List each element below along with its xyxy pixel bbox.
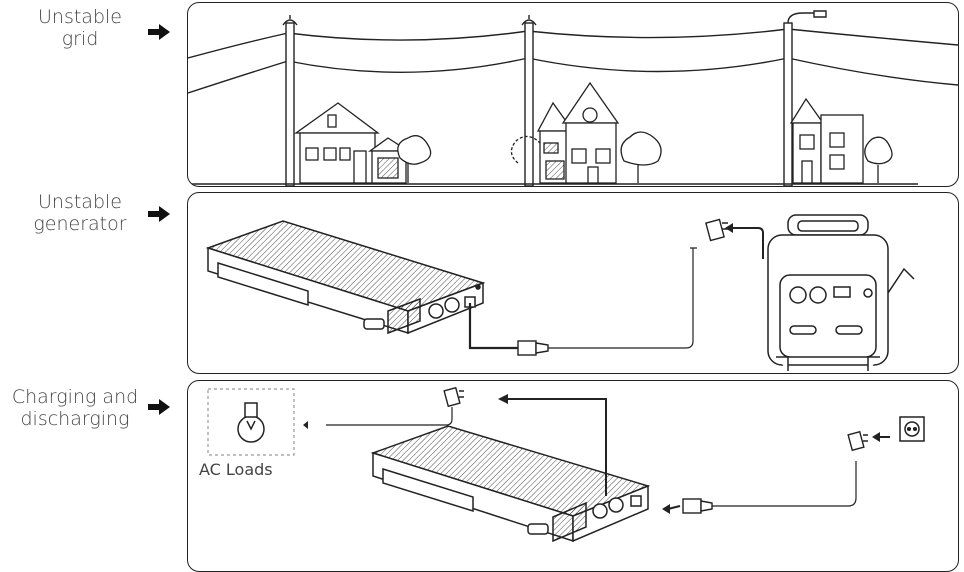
row-label-unstable-grid: Unstable grid	[20, 6, 140, 50]
power-plug-icon	[705, 218, 728, 242]
power-station-icon	[370, 425, 651, 543]
house-icon	[293, 102, 411, 184]
row-label-line1: Charging and	[11, 386, 139, 408]
generator-icon	[767, 214, 915, 371]
row-label-unstable-generator: Unstable generator	[20, 191, 140, 235]
house-icon	[789, 97, 864, 184]
charging-illustration	[207, 386, 925, 543]
power-plug-icon	[682, 498, 713, 514]
tree-icon	[864, 136, 893, 183]
row-label-charging-discharging: Charging and discharging	[4, 386, 146, 430]
power-plug-icon	[517, 340, 549, 356]
power-lines	[188, 28, 958, 94]
tree-icon	[510, 131, 662, 183]
street-lamp-icon	[783, 10, 827, 186]
light-bulb-icon	[237, 402, 265, 443]
power-pole-icon	[282, 15, 298, 186]
wall-socket-icon	[899, 416, 925, 442]
tree-icon	[397, 135, 432, 183]
right-arrow-icon	[148, 399, 170, 415]
right-arrow-icon	[148, 206, 170, 222]
ac-input-cable	[468, 303, 518, 350]
row-label-line2: grid	[61, 28, 99, 50]
generator-illustration	[205, 214, 915, 371]
power-pole-icon	[521, 15, 537, 186]
row-label-line2: generator	[33, 213, 127, 235]
power-station-icon	[205, 220, 486, 335]
power-plug-icon	[443, 386, 464, 408]
charging-panel	[187, 380, 959, 572]
generator-panel	[187, 192, 959, 374]
row-label-line1: Unstable	[38, 191, 122, 213]
house-icon	[536, 81, 620, 184]
grid-panel	[187, 2, 959, 187]
right-arrow-icon	[148, 24, 170, 40]
ac-loads-label: AC Loads	[199, 460, 273, 479]
power-plug-icon	[847, 430, 868, 452]
row-label-line1: Unstable	[38, 6, 122, 28]
ac-loads-box	[207, 388, 295, 456]
row-label-line2: discharging	[20, 408, 130, 430]
grid-illustration	[188, 10, 958, 186]
